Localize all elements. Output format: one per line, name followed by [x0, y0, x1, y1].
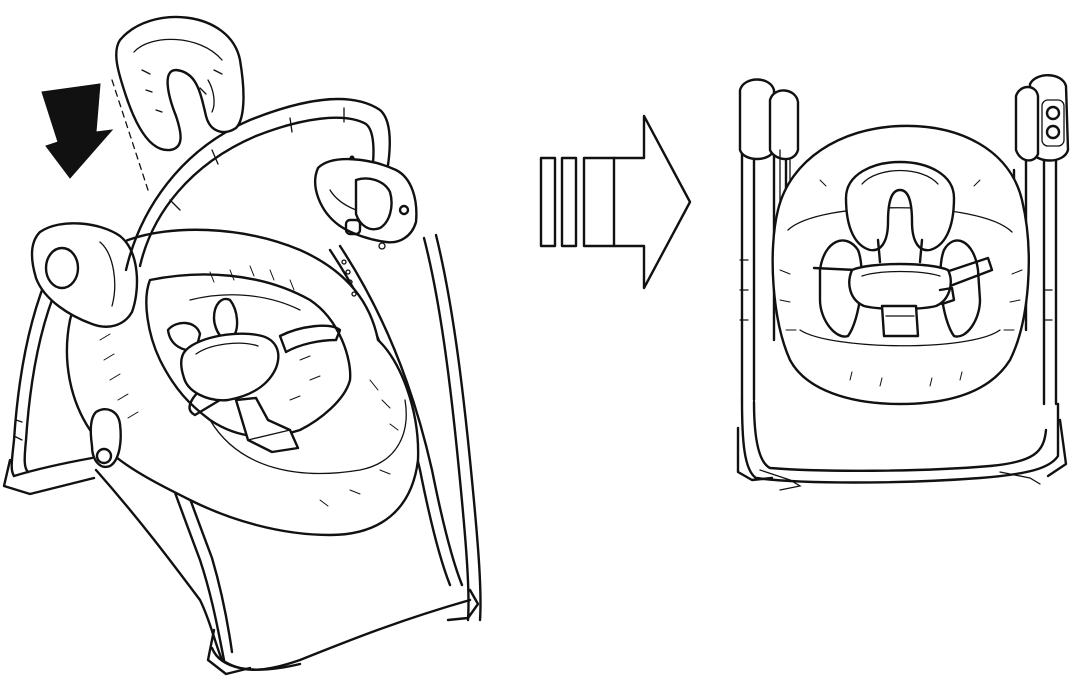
control-housing — [314, 155, 418, 250]
right-arrow-icon — [539, 114, 692, 290]
head-support-pad — [115, 15, 245, 152]
swing-after-illustration — [736, 74, 1070, 491]
head-support-pad — [844, 160, 956, 252]
motor-housing — [30, 222, 139, 469]
guide-dashed-line — [111, 79, 149, 191]
swing-before-illustration — [2, 15, 482, 676]
down-arrow-icon — [41, 83, 114, 179]
